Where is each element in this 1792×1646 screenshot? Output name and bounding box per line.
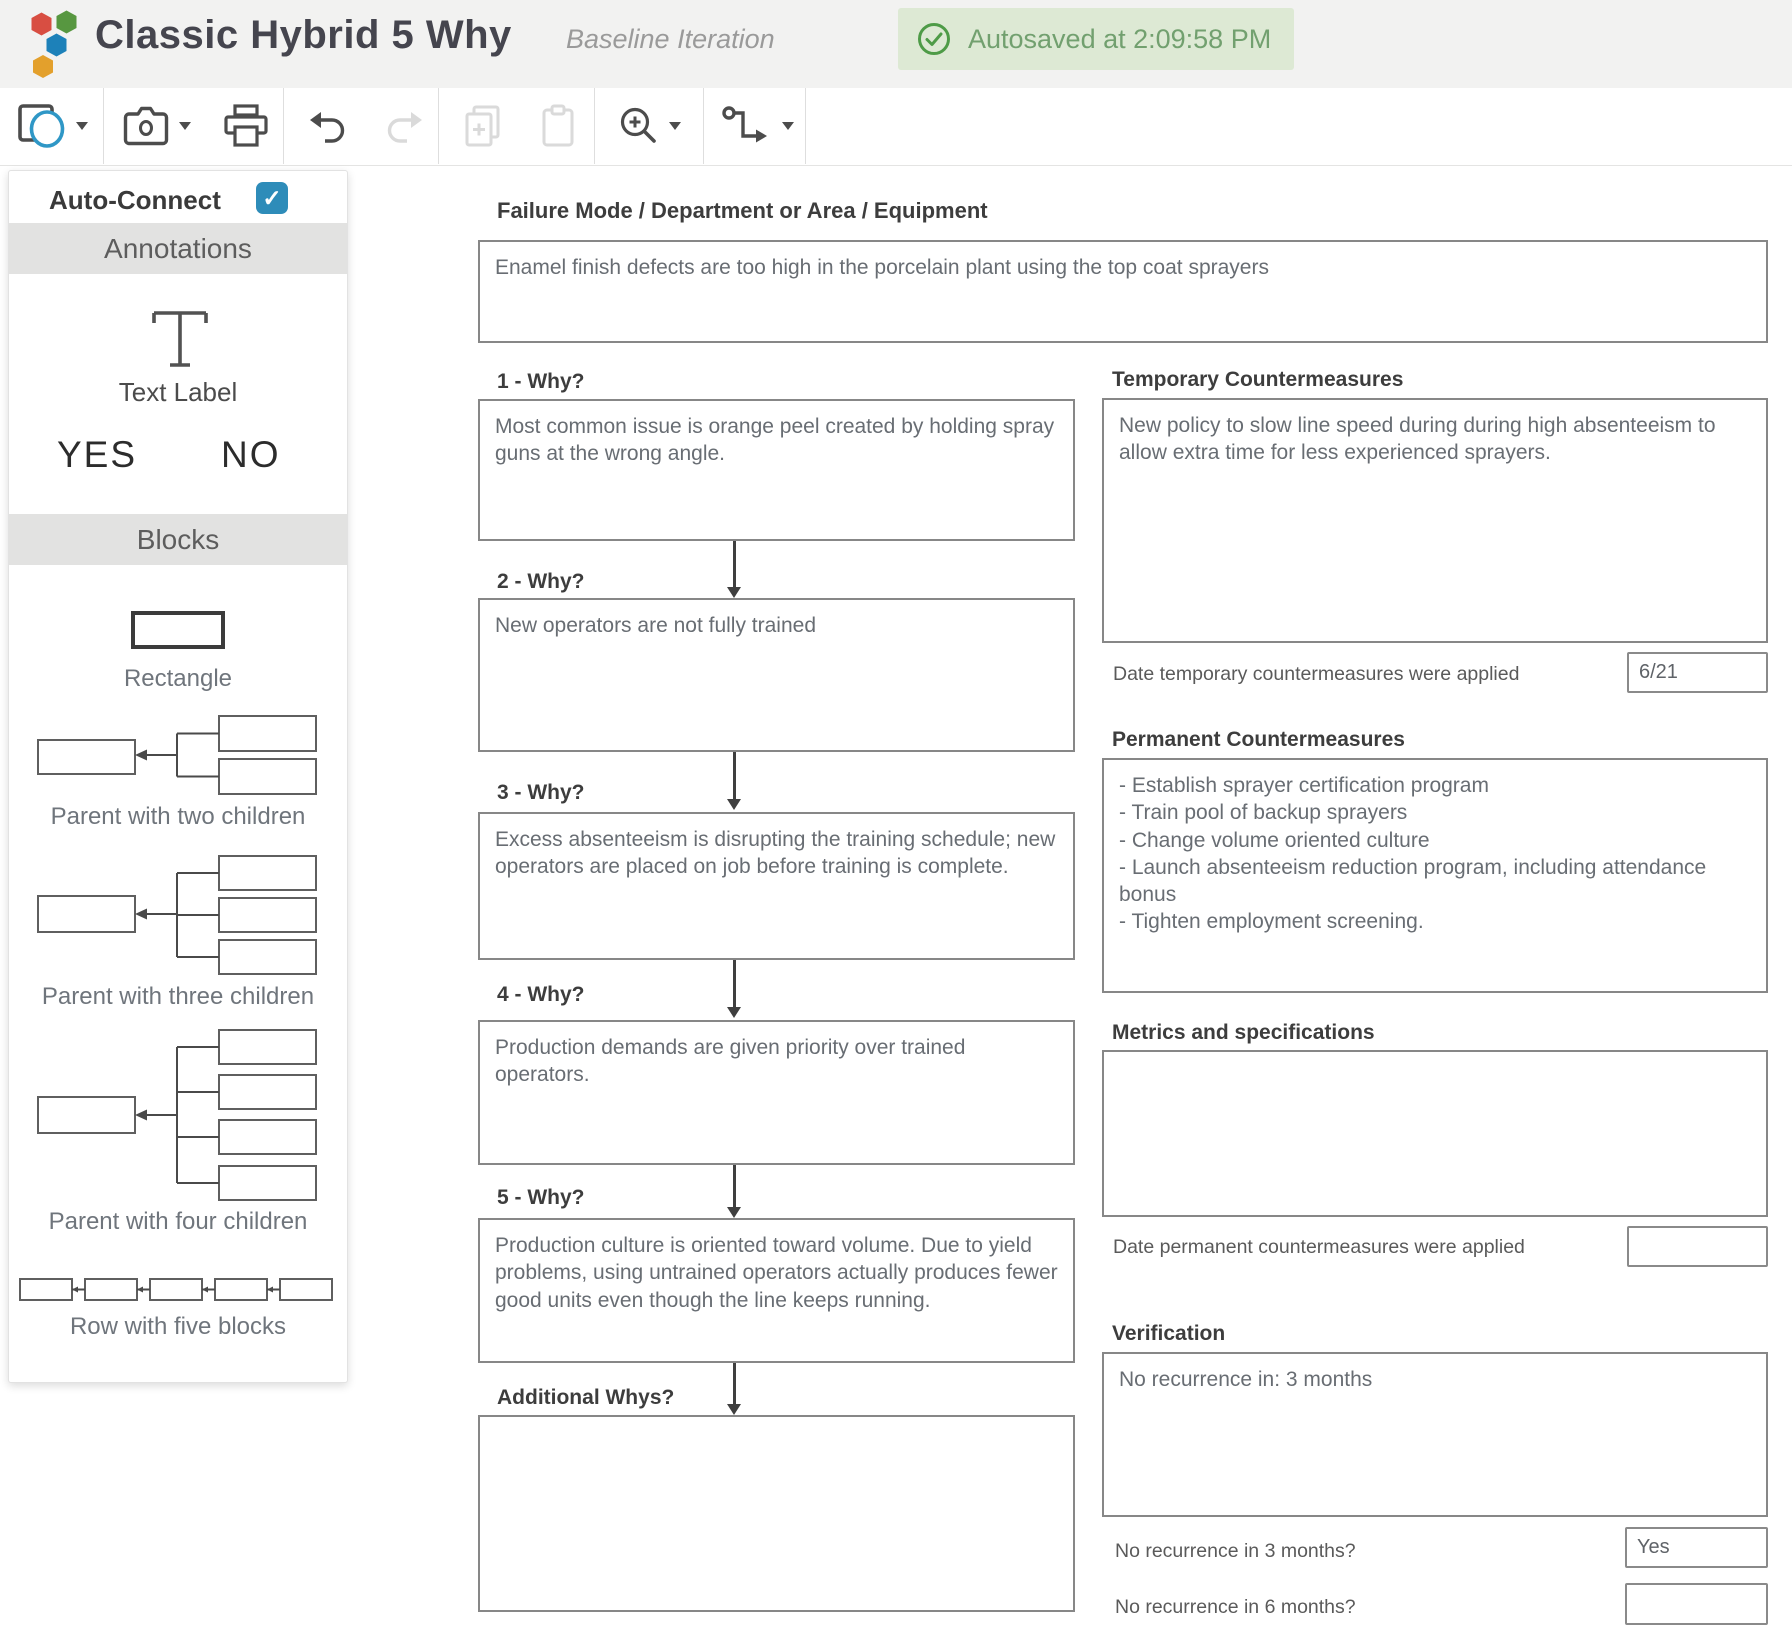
no-recurrence-6-input[interactable] (1625, 1583, 1768, 1625)
why2-label: 2 - Why? (497, 570, 585, 593)
why3-box[interactable]: Excess absenteeism is disrupting the tra… (478, 812, 1075, 960)
auto-connect-checkbox[interactable]: ✓ (256, 182, 288, 214)
connector-style-button[interactable] (712, 88, 802, 164)
chevron-down-icon (178, 122, 191, 130)
text-label-caption: Text Label (118, 377, 238, 407)
failure-mode-label: Failure Mode / Department or Area / Equi… (497, 198, 988, 223)
row-five-caption: Row with five blocks (69, 1313, 287, 1340)
why3-label: 3 - Why? (497, 781, 585, 804)
connector-arrow (728, 1165, 740, 1218)
rectangle-shape[interactable] (131, 611, 225, 649)
why2-box[interactable]: New operators are not fully trained (478, 598, 1075, 752)
parent-two-children-shape[interactable] (37, 713, 317, 797)
parent-two-caption: Parent with two children (50, 803, 306, 830)
print-button[interactable] (216, 88, 276, 164)
date-temporary-label: Date temporary countermeasures were appl… (1113, 663, 1520, 685)
no-recurrence-3-label: No recurrence in 3 months? (1115, 1540, 1356, 1562)
chevron-down-icon (668, 122, 681, 130)
yes-annotation[interactable]: YES (57, 434, 138, 475)
zoom-button[interactable] (606, 88, 692, 164)
metrics-box[interactable] (1102, 1050, 1768, 1217)
date-temporary-input[interactable]: 6/21 (1627, 652, 1768, 693)
verification-label: Verification (1112, 1322, 1226, 1345)
no-annotation[interactable]: NO (221, 434, 281, 475)
toolbar-divider (594, 88, 595, 164)
toolbar-divider (805, 88, 806, 164)
why4-box[interactable]: Production demands are given priority ov… (478, 1020, 1075, 1165)
parent-four-children-shape[interactable] (37, 1029, 317, 1201)
why4-label: 4 - Why? (497, 983, 585, 1006)
paste-icon (542, 104, 574, 147)
shape-tool-button[interactable] (8, 88, 96, 164)
toolbar-divider (703, 88, 704, 164)
annotations-section-header: Annotations (9, 223, 347, 274)
page-subtitle: Baseline Iteration (566, 24, 775, 54)
redo-button[interactable] (376, 88, 432, 164)
no-recurrence-3-input[interactable]: Yes (1625, 1527, 1768, 1568)
why5-label: 5 - Why? (497, 1186, 585, 1209)
additional-whys-label: Additional Whys? (497, 1386, 675, 1409)
toolbar-divider (103, 88, 104, 164)
additional-whys-box[interactable] (478, 1415, 1075, 1612)
date-permanent-label: Date permanent countermeasures were appl… (1113, 1236, 1525, 1258)
rectangle-caption: Rectangle (123, 665, 233, 692)
row-five-blocks-shape[interactable] (19, 1277, 333, 1303)
camera-icon (123, 106, 168, 146)
zoom-in-icon (620, 107, 656, 143)
connector-arrow (728, 960, 740, 1018)
failure-mode-box[interactable]: Enamel finish defects are too high in th… (478, 240, 1768, 343)
autosave-badge: Autosaved at 2:09:58 PM (898, 8, 1294, 70)
blocks-section-header: Blocks (9, 514, 347, 565)
permanent-countermeasures-box[interactable]: - Establish sprayer certification progra… (1102, 758, 1768, 993)
no-recurrence-6-label: No recurrence in 6 months? (1115, 1596, 1356, 1618)
printer-icon (224, 104, 268, 147)
permanent-countermeasures-label: Permanent Countermeasures (1112, 728, 1405, 751)
snapshot-button[interactable] (113, 88, 199, 164)
chevron-down-icon (781, 122, 794, 130)
undo-icon (310, 112, 345, 143)
parent-four-caption: Parent with four children (48, 1208, 308, 1235)
toolbar-divider (283, 88, 284, 164)
check-circle-icon (918, 23, 950, 55)
autosave-text: Autosaved at 2:09:58 PM (968, 23, 1272, 54)
auto-connect-label: Auto-Connect (49, 185, 221, 215)
metrics-label: Metrics and specifications (1112, 1021, 1375, 1044)
copy-button[interactable] (455, 88, 511, 164)
connector-arrow (728, 752, 740, 810)
parent-three-caption: Parent with three children (41, 983, 315, 1010)
redo-icon (387, 112, 422, 143)
temporary-countermeasures-box[interactable]: New policy to slow line speed during dur… (1102, 398, 1768, 643)
paste-button[interactable] (530, 88, 586, 164)
why1-label: 1 - Why? (497, 370, 585, 393)
app-logo-icon (31, 10, 77, 78)
copy-icon (465, 105, 500, 147)
shape-tool-icon (17, 104, 64, 148)
verification-box[interactable]: No recurrence in: 3 months (1102, 1352, 1768, 1517)
app-header: Classic Hybrid 5 Why Baseline Iteration … (0, 0, 1792, 88)
undo-button[interactable] (300, 88, 356, 164)
parent-three-children-shape[interactable] (37, 854, 317, 976)
connector-arrow (728, 541, 740, 598)
shapes-panel: Auto-Connect ✓ Annotations Text Label YE… (8, 170, 348, 1383)
toolbar (0, 88, 1792, 166)
why1-box[interactable]: Most common issue is orange peel created… (478, 399, 1075, 541)
toolbar-divider (438, 88, 439, 164)
why5-box[interactable]: Production culture is oriented toward vo… (478, 1218, 1075, 1363)
temporary-countermeasures-label: Temporary Countermeasures (1112, 368, 1404, 391)
text-label-icon[interactable] (149, 309, 211, 371)
page-title: Classic Hybrid 5 Why (95, 13, 512, 57)
connector-routing-icon (721, 106, 767, 143)
date-permanent-input[interactable] (1627, 1226, 1768, 1267)
connector-arrow (728, 1363, 740, 1415)
chevron-down-icon (75, 122, 88, 130)
